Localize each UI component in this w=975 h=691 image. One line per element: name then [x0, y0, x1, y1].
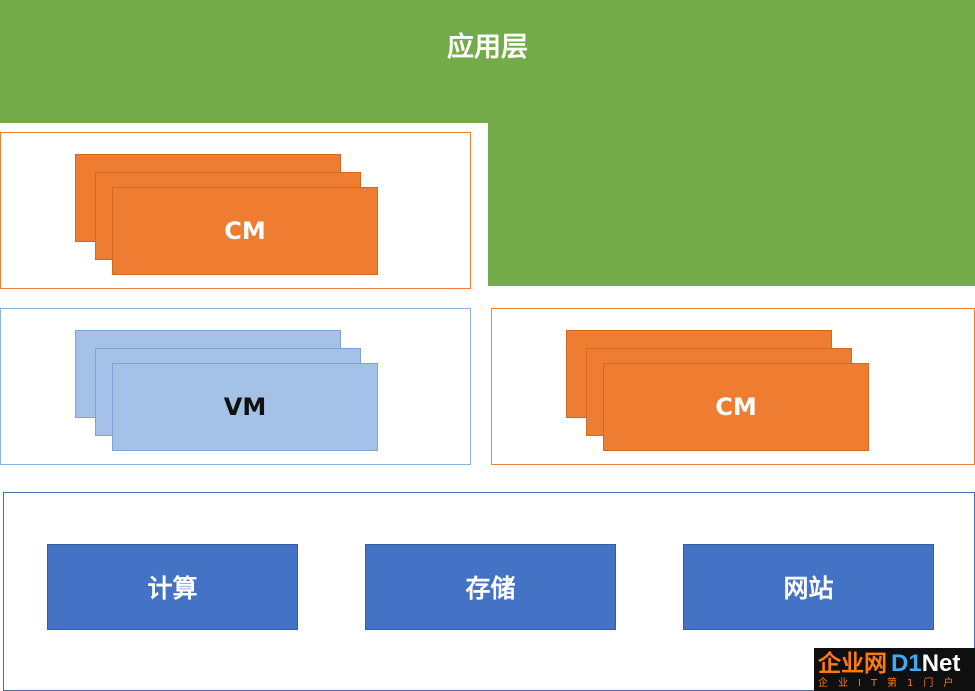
compute-box: 计算 [47, 544, 298, 630]
watermark-cn: 企业网 [818, 651, 887, 677]
vm-label: VM [223, 393, 267, 421]
watermark-en: D1Net [891, 650, 960, 678]
vm-card-front: VM [112, 363, 378, 451]
network-box: 网站 [683, 544, 934, 630]
application-layer-right [488, 120, 975, 286]
cm-card-front: CM [112, 187, 378, 275]
network-label: 网站 [783, 574, 834, 603]
storage-box: 存储 [365, 544, 616, 630]
application-layer-label: 应用层 [447, 31, 528, 63]
watermark-sub: 企业IT第1门户 [818, 678, 964, 689]
watermark-en-prefix: D1 [891, 650, 922, 677]
watermark-logo: 企业网 D1Net 企业IT第1门户 [814, 648, 975, 691]
application-layer-top [0, 0, 975, 123]
cm-label-right: CM [715, 393, 757, 421]
compute-label: 计算 [147, 574, 198, 603]
storage-label: 存储 [465, 574, 516, 603]
cm-label-top: CM [224, 217, 266, 245]
watermark-en-suffix: Net [921, 650, 961, 677]
cm-right-card-front: CM [603, 363, 869, 451]
